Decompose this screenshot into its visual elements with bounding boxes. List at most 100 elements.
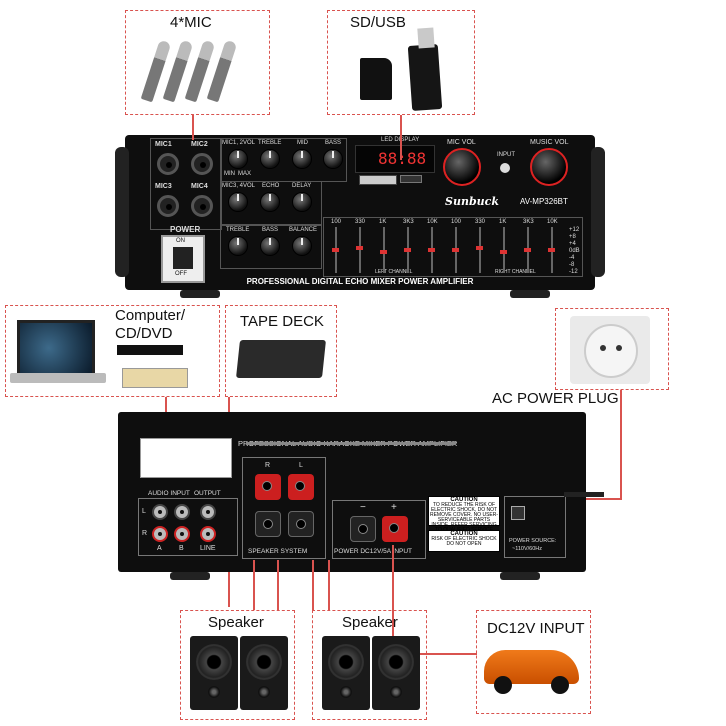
speaker-right-positive[interactable] (255, 474, 281, 500)
audio-input-panel (138, 498, 238, 556)
model-label: AV-MP326BT (520, 197, 568, 206)
knob-label-balance: BALANCE (289, 227, 318, 233)
eq-freq-label: 10K (547, 219, 558, 225)
treble2-knob[interactable] (228, 236, 248, 256)
balance-knob[interactable] (292, 236, 312, 256)
speaker-icon (372, 636, 420, 710)
speaker-right-negative[interactable] (255, 511, 281, 537)
front-amplifier: MIC1 MIC2 MIC3 MIC4 POWER ON OFF MIC1, 2… (115, 135, 605, 290)
eq-freq-label: 1K (379, 219, 387, 225)
speaker-system-label: SPEAKER SYSTEM (248, 548, 308, 555)
rear-foot-right (500, 572, 540, 580)
mic1-jack[interactable] (157, 153, 179, 175)
min-label: MIN (224, 171, 235, 177)
mid-knob[interactable] (292, 149, 312, 169)
usb-slot[interactable] (359, 175, 397, 185)
mic12-vol-knob[interactable] (228, 149, 248, 169)
caution-label-2: CAUTION RISK OF ELECTRIC SHOCK DO NOT OP… (428, 530, 500, 552)
power-switch[interactable]: ON OFF (161, 235, 205, 283)
music-vol-label: MUSIC VOL (530, 139, 569, 146)
eq-slider-330[interactable] (356, 245, 363, 250)
eq-freq-label: 1K (499, 219, 507, 225)
rear-amplifier: PROFESSIONAL AUDIO KARAOKE MIXER POWER A… (118, 412, 604, 572)
vcd-player-icon (122, 368, 188, 388)
power-source-panel (504, 496, 566, 558)
tapedeck-box (225, 305, 337, 397)
front-footer: PROFESSIONAL DIGITAL ECHO MIXER POWER AM… (246, 277, 474, 286)
eq-slider-330[interactable] (476, 245, 483, 250)
speaker-label-left: Speaker (208, 614, 264, 631)
front-foot-right (510, 290, 550, 298)
speaker-box-right (312, 610, 427, 720)
eq-slider-100[interactable] (452, 248, 459, 252)
speaker-left-positive[interactable] (288, 474, 314, 500)
max-label: MAX (238, 171, 252, 177)
rca-output-right[interactable] (200, 526, 216, 542)
sdusb-wire (400, 115, 402, 160)
eq-slider-3K3[interactable] (404, 248, 411, 252)
treble-knob[interactable] (260, 149, 280, 169)
knob-label-treble2: TREBLE (226, 227, 250, 233)
eq-slider-3K3[interactable] (524, 248, 531, 252)
eq-slider-10K[interactable] (548, 248, 555, 252)
rca-input-b-right[interactable] (174, 526, 190, 542)
eq-scale-label: +12 (569, 227, 580, 233)
knob-panel-2 (220, 181, 322, 225)
mic3-jack[interactable] (157, 195, 179, 217)
knob-label-bass2: BASS (262, 227, 279, 233)
dvd-player-icon (117, 345, 183, 355)
output-label: OUTPUT (194, 490, 221, 497)
music-vol-knob[interactable] (530, 148, 568, 186)
right-handle (591, 147, 605, 277)
eq-scale-label: -12 (569, 269, 578, 275)
rca-input-a-right[interactable] (152, 526, 168, 542)
knob-label-mid: MID (297, 140, 308, 146)
dc-input-panel (332, 500, 426, 559)
eq-freq-label: 100 (451, 219, 462, 225)
sd-card-icon (360, 58, 392, 100)
mic34-vol-knob[interactable] (228, 192, 248, 212)
laptop-icon (17, 320, 95, 376)
rca-input-a-left[interactable] (152, 504, 168, 520)
rca-input-b-left[interactable] (174, 504, 190, 520)
mic4-jack[interactable] (191, 195, 213, 217)
mic2-label: MIC2 (191, 141, 208, 148)
eq-panel (323, 217, 583, 277)
caution-label: CAUTION TO REDUCE THE RISK OF ELECTRIC S… (428, 496, 500, 538)
mic-jack-panel: MIC1 MIC2 MIC3 MIC4 (150, 138, 222, 230)
dc-input-box (476, 610, 591, 714)
eq-freq-label: 330 (475, 219, 486, 225)
echo-knob[interactable] (260, 192, 280, 212)
knob-panel-3 (220, 225, 322, 269)
eq-slider-10K[interactable] (428, 248, 435, 252)
speaker-left-negative[interactable] (288, 511, 314, 537)
bass-knob[interactable] (323, 149, 343, 169)
eq-freq-label: 10K (427, 219, 438, 225)
computer-box (5, 305, 220, 397)
speaker-box-left (180, 610, 295, 720)
ac-outlet-icon (570, 316, 650, 384)
mic-vol-knob[interactable] (443, 148, 481, 186)
knob-label-treble: TREBLE (258, 140, 282, 146)
mic2-jack[interactable] (191, 153, 213, 175)
sd-slot[interactable] (400, 175, 422, 183)
mic3-label: MIC3 (155, 183, 172, 190)
tape-deck-icon (236, 340, 326, 378)
bass2-knob[interactable] (260, 236, 280, 256)
rca-output-left[interactable] (200, 504, 216, 520)
eq-scale-label: -8 (569, 262, 575, 268)
input-button[interactable] (500, 163, 510, 173)
dc-positive-post[interactable] (382, 516, 408, 542)
delay-knob[interactable] (292, 192, 312, 212)
antenna-icon (246, 442, 456, 445)
knob-label-mic12vol: MIC1, 2VOL (222, 140, 256, 146)
eq-slider-100[interactable] (332, 248, 339, 252)
eq-scale-label: +4 (569, 241, 576, 247)
speaker-icon (190, 636, 238, 710)
brand-label: Sunbuck (445, 195, 499, 208)
power-off-label: OFF (175, 271, 187, 277)
audio-input-label: AUDIO INPUT (148, 490, 190, 497)
dc-negative-post[interactable] (350, 516, 376, 542)
eq-slider-1K[interactable] (500, 250, 507, 255)
eq-slider-1K[interactable] (380, 250, 387, 255)
